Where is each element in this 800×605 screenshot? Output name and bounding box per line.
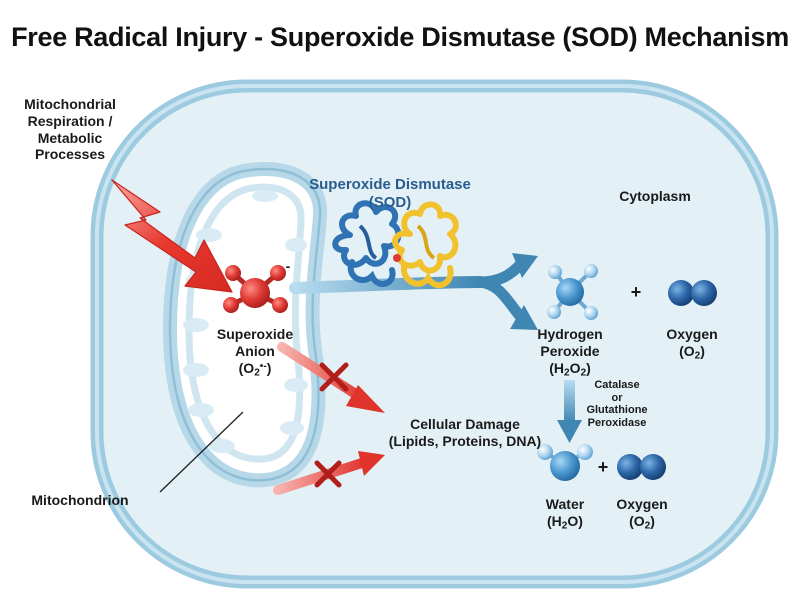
water-formula: (H2O) <box>547 512 583 532</box>
damage-arrow-upper <box>277 342 385 413</box>
oxygen-label-bottom: Oxygen (O2) <box>605 496 679 532</box>
superoxide-charge: - <box>285 258 291 274</box>
page-title: Free Radical Injury - Superoxide Dismuta… <box>11 22 789 52</box>
hydrogen-peroxide-formula: (H2O2) <box>549 359 591 379</box>
catalase-arrow <box>557 380 582 443</box>
water-molecule-icon <box>537 444 593 481</box>
sod-enzyme-icon <box>332 200 459 289</box>
water-label: Water (H2O) <box>530 496 600 532</box>
oxygen-formula-top: (O2) <box>679 342 705 362</box>
superoxide-molecule-icon <box>223 265 288 313</box>
oxygen-label-top: Oxygen (O2) <box>655 326 729 362</box>
plus-sign-top: + <box>630 282 642 302</box>
blocked-x-icon-lower <box>314 460 342 488</box>
mitochondrion <box>162 162 328 488</box>
catalase-label: Catalase or Glutathione Peroxidase <box>586 379 648 429</box>
hydrogen-peroxide-label: Hydrogen Peroxide (H2O2) <box>530 326 610 379</box>
sod-label: Superoxide Dismutase (SOD) <box>309 176 471 211</box>
plus-sign-bottom: + <box>597 457 609 477</box>
oxygen-molecule-icon-bottom <box>617 454 666 480</box>
cytoplasm-label: Cytoplasm <box>619 188 691 204</box>
blocked-x-icon <box>319 362 349 392</box>
hydrogen-peroxide-molecule-icon <box>547 264 598 320</box>
damage-arrow-lower <box>273 451 385 495</box>
superoxide-label: Superoxide Anion (O2•-) <box>205 326 305 379</box>
mitochondrion-label: Mitochondrion <box>31 492 129 508</box>
superoxide-formula: (O2•-) <box>238 359 272 379</box>
lightning-bolt-icon <box>111 179 233 293</box>
mitochondrion-pointer-line <box>159 411 244 493</box>
cellular-damage-label: Cellular Damage (Lipids, Proteins, DNA) <box>388 416 542 449</box>
sod-reaction-arrow <box>289 253 538 330</box>
oxygen-formula-bottom: (O2) <box>629 512 655 532</box>
source-label: Mitochondrial Respiration / Metabolic Pr… <box>24 96 116 163</box>
oxygen-molecule-icon <box>668 280 717 306</box>
